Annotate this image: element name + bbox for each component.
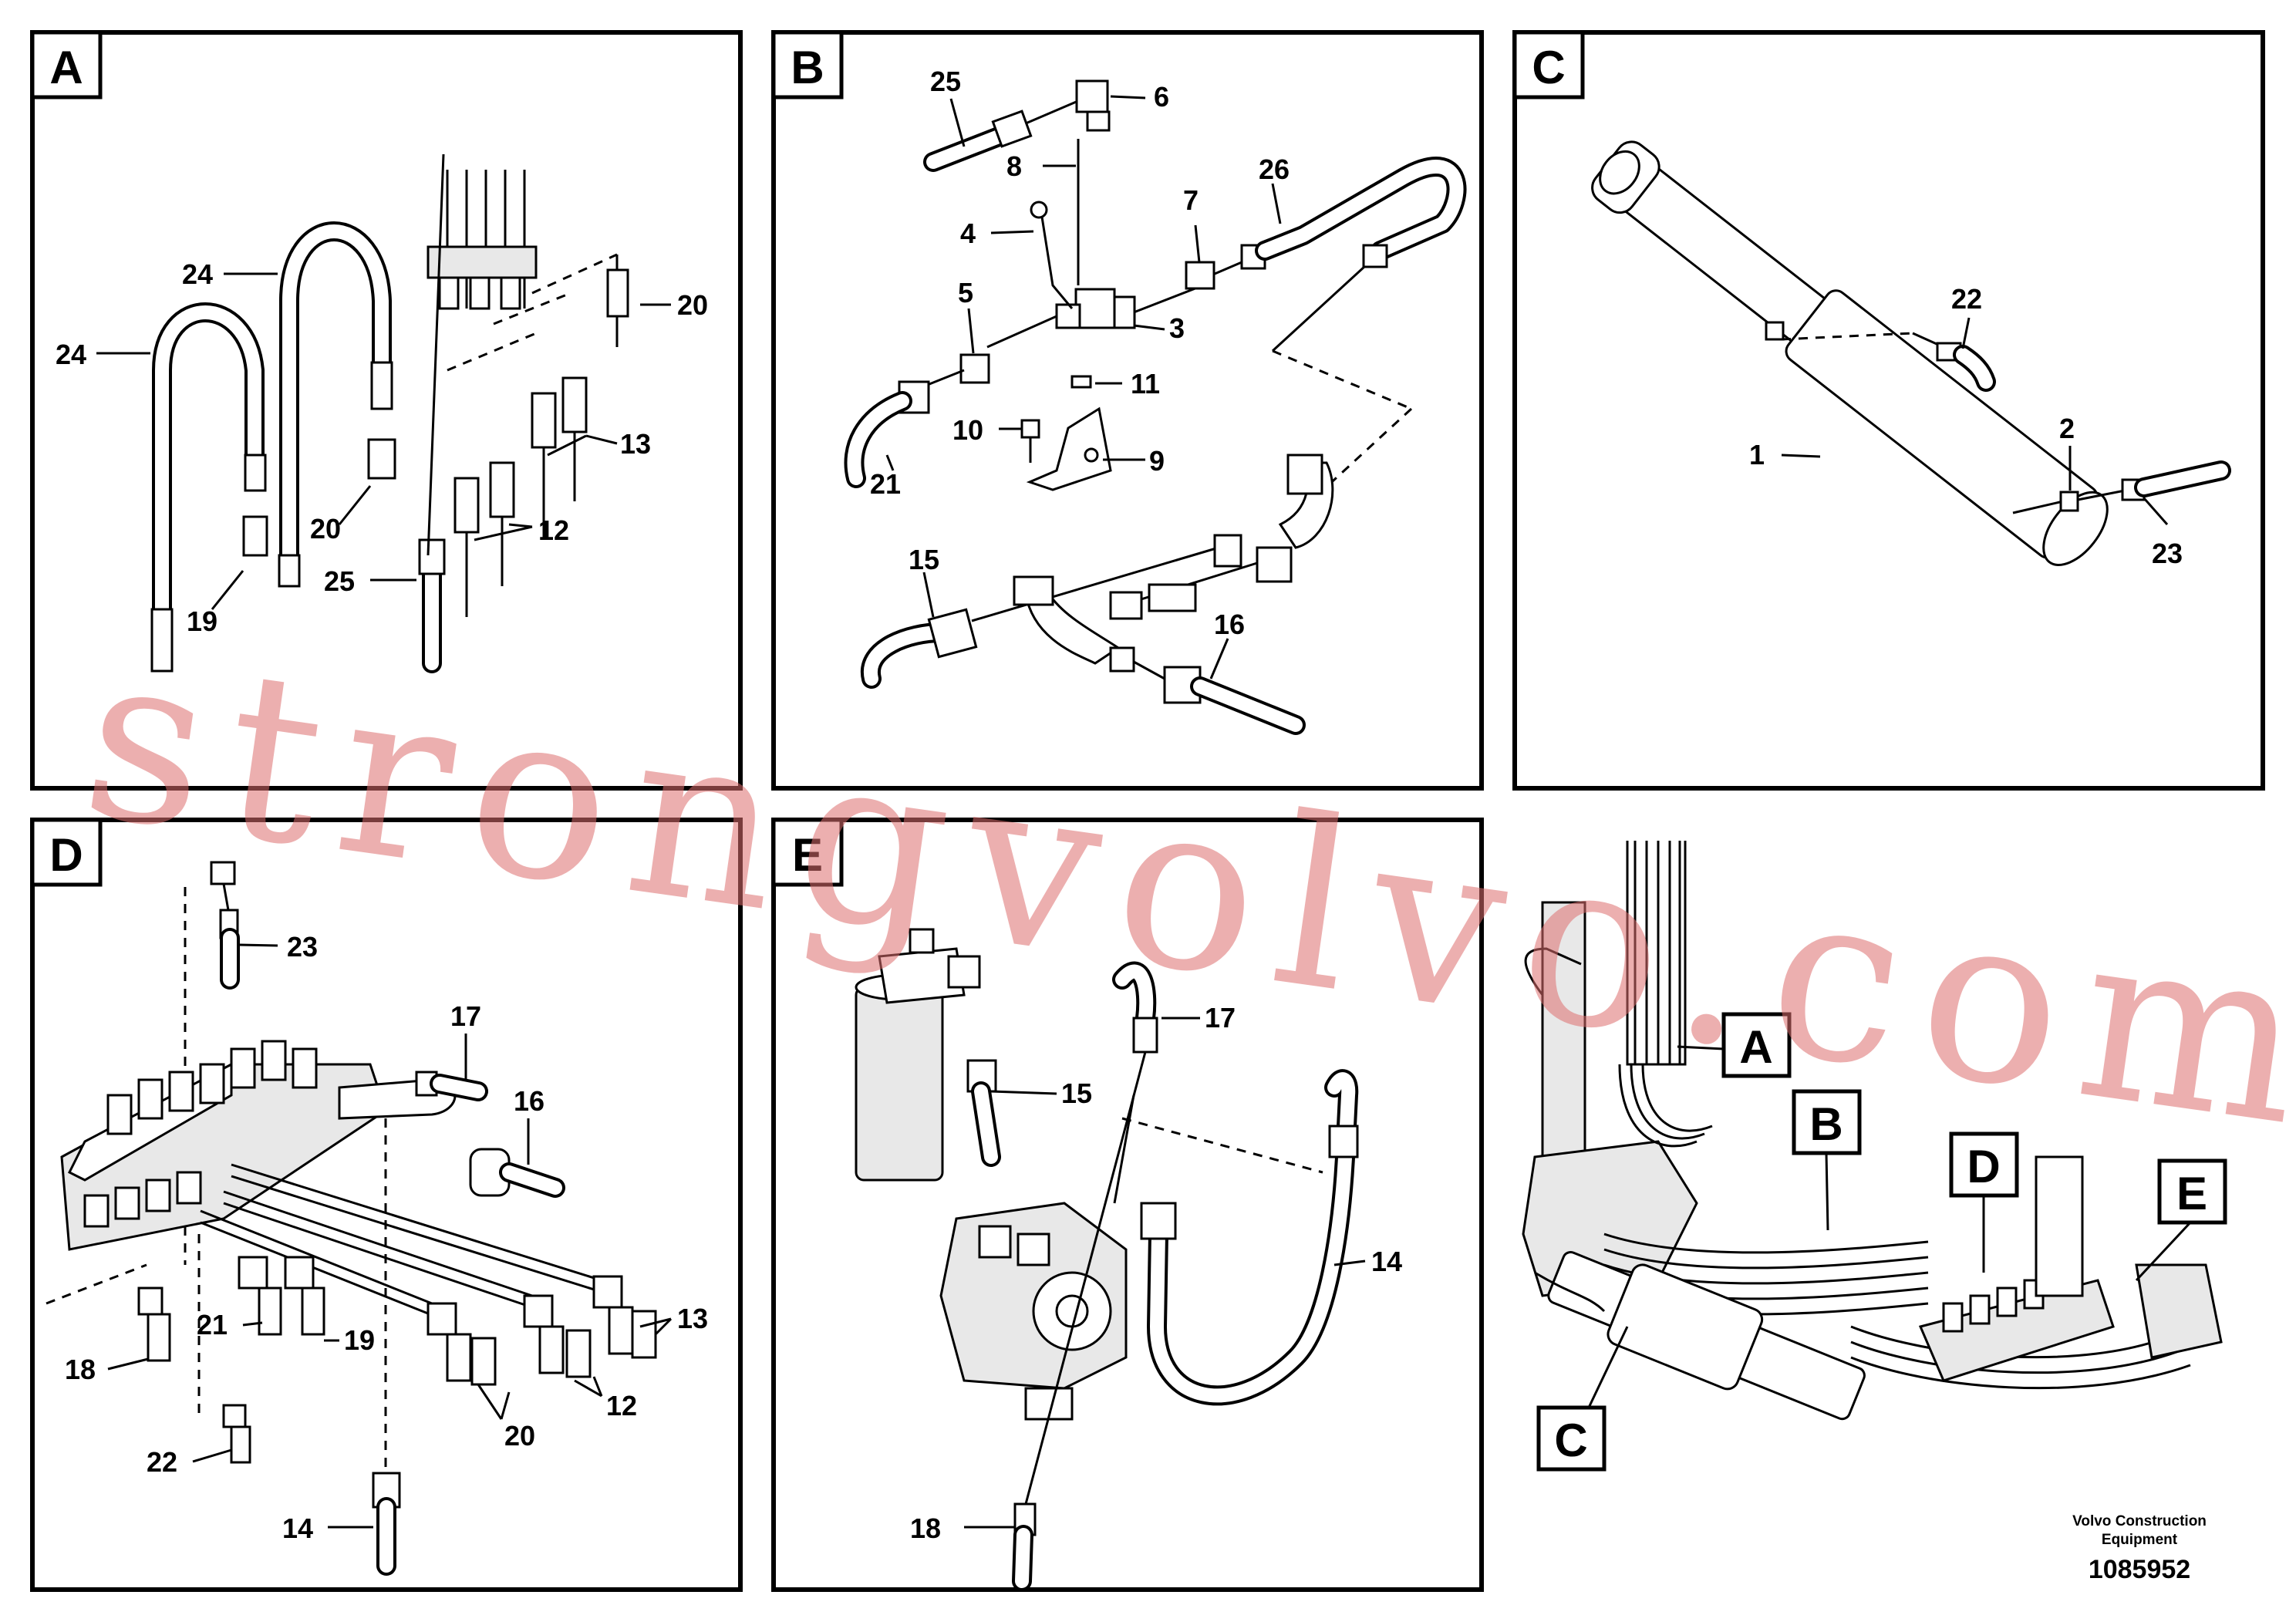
panel-e-tag: E [792, 829, 823, 881]
e-callout-15: 15 [1061, 1077, 1092, 1109]
a-callout-24-top: 24 [182, 258, 213, 290]
c-callout-22: 22 [1951, 283, 1982, 315]
overview-tag-b: B [1809, 1098, 1843, 1150]
d-callout-13: 13 [677, 1303, 708, 1334]
panel-c: C 22 2 1 23 [1512, 30, 2265, 791]
b-callout-3: 3 [1169, 312, 1185, 344]
panel-d-tag: D [49, 829, 83, 881]
footer-company-line1: Volvo Construction [2072, 1513, 2207, 1529]
b-callout-4: 4 [960, 218, 976, 249]
b-callout-9: 9 [1149, 445, 1165, 477]
footer: Volvo Construction Equipment 1085952 [2072, 1513, 2207, 1584]
d-callout-20: 20 [504, 1420, 535, 1452]
b-callout-25: 25 [930, 66, 961, 97]
a-callout-19: 19 [187, 605, 217, 637]
panel-a-tag: A [49, 42, 83, 93]
b-callout-5: 5 [958, 277, 973, 309]
d-callout-18: 18 [65, 1354, 96, 1385]
panel-b: B [771, 30, 1484, 791]
d-callout-21: 21 [197, 1309, 228, 1340]
b-callout-6: 6 [1154, 81, 1169, 113]
c-callout-23: 23 [2152, 538, 2183, 569]
b-callout-15: 15 [909, 544, 939, 575]
b-callout-8: 8 [1006, 150, 1022, 182]
a-callout-13: 13 [620, 428, 651, 460]
panel-b-tag: B [791, 42, 824, 93]
d-callout-14: 14 [282, 1512, 313, 1544]
e-callout-18: 18 [910, 1512, 941, 1544]
panel-c-tag: C [1532, 42, 1565, 93]
e-callout-14: 14 [1371, 1246, 1402, 1277]
e-callout-17: 17 [1205, 1002, 1236, 1034]
footer-company-line2: Equipment [2102, 1532, 2178, 1548]
b-callout-26: 26 [1259, 153, 1290, 185]
a-callout-25: 25 [324, 565, 355, 597]
b-callout-21: 21 [870, 468, 901, 500]
d-callout-17: 17 [450, 1000, 481, 1032]
d-callout-23: 23 [287, 931, 318, 963]
overview-illustration: A B C D E [1522, 841, 2227, 1472]
overview-tag-e: E [2176, 1168, 2207, 1219]
panel-a: A [30, 30, 743, 791]
b-callout-7: 7 [1183, 184, 1199, 216]
overview-tag-d: D [1967, 1141, 2000, 1192]
footer-drawing-number: 1085952 [2089, 1555, 2190, 1584]
c-callout-1: 1 [1749, 439, 1765, 470]
b-callout-10: 10 [952, 414, 983, 446]
d-callout-19: 19 [344, 1324, 375, 1356]
d-callout-22: 22 [147, 1446, 177, 1478]
c-callout-2: 2 [2059, 413, 2075, 444]
a-callout-20-left: 20 [310, 513, 341, 545]
overview-tag-c: C [1554, 1415, 1587, 1466]
b-callout-16: 16 [1214, 609, 1245, 640]
a-callout-20-right: 20 [677, 289, 708, 321]
panel-e: E 1 [771, 818, 1484, 1592]
overview-tag-a: A [1739, 1021, 1772, 1073]
panel-d: D [30, 818, 743, 1592]
a-callout-24-left: 24 [56, 339, 86, 370]
b-callout-11: 11 [1131, 368, 1160, 400]
d-callout-16: 16 [514, 1085, 544, 1117]
d-callout-12: 12 [606, 1390, 637, 1421]
a-callout-12: 12 [538, 514, 569, 546]
